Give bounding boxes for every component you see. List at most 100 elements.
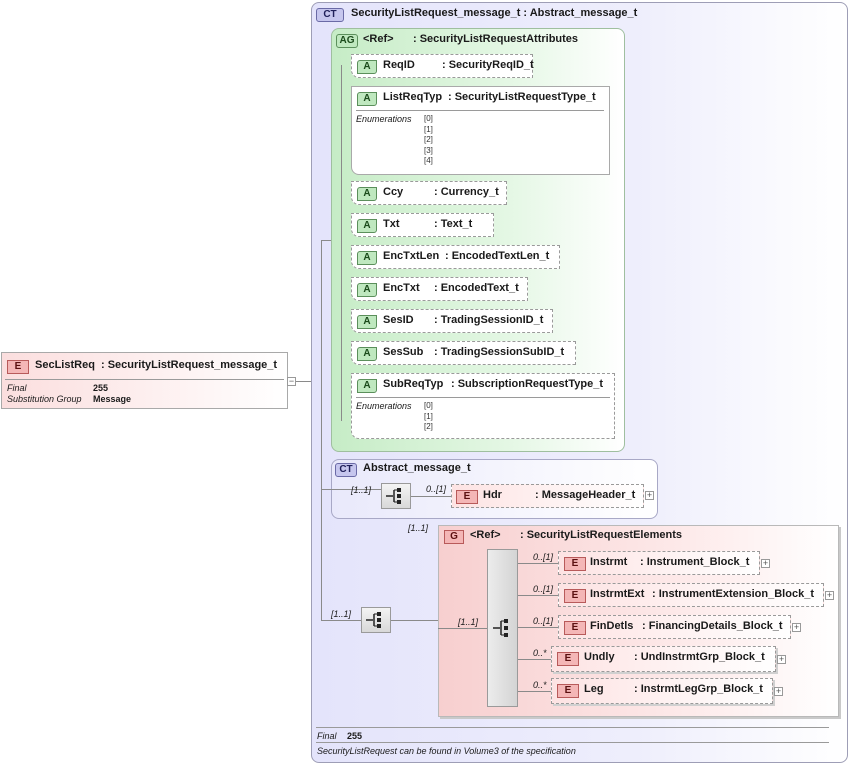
enumerations-label: Enumerations — [356, 401, 412, 411]
element-badge: E — [564, 621, 586, 635]
expand-toggle[interactable]: + — [825, 590, 834, 600]
attribute-sesid[interactable]: A SesID : TradingSessionID_t — [351, 309, 553, 333]
attribute-group-badge: AG — [336, 34, 358, 48]
attribute-type: : SecurityReqID_t — [442, 59, 534, 71]
attribute-name: Ccy — [383, 186, 404, 198]
attribute-badge: A — [357, 283, 377, 297]
element-name: Hdr — [483, 489, 502, 501]
element-cardinality: 0..[1] — [533, 552, 554, 562]
element-type: : UndInstrmtGrp_Block_t — [634, 651, 765, 663]
attribute-badge: A — [357, 187, 377, 201]
attribute-enctxtlen[interactable]: A EncTxtLen : EncodedTextLen_t — [351, 245, 560, 269]
attribute-reqid[interactable]: A ReqID : SecurityReqID_t — [351, 54, 534, 78]
element-hdr[interactable]: E Hdr : MessageHeader_t — [451, 484, 644, 508]
root-element-box[interactable]: E SecListReq : SecurityListRequest_messa… — [1, 352, 288, 409]
prop-value-final: 255 — [93, 383, 109, 393]
footer-final-label: Final — [317, 731, 337, 741]
connector — [411, 496, 451, 497]
abstract-message-badge: CT — [335, 463, 357, 477]
attribute-badge: A — [357, 92, 377, 106]
attribute-name: Txt — [383, 218, 400, 230]
enum-value: [0] — [424, 114, 433, 123]
element-cardinality: 0..[1] — [533, 584, 554, 594]
element-cardinality: 0..[1] — [533, 616, 554, 626]
attribute-badge: A — [357, 347, 377, 361]
root-separator — [5, 379, 284, 380]
expand-toggle[interactable]: + — [792, 622, 801, 632]
outer-sequence-cardinality: [1..1] — [331, 609, 352, 619]
inner-sequence-compositor[interactable] — [487, 549, 518, 707]
collapse-toggle[interactable]: − — [287, 376, 296, 386]
sequence-compositor[interactable] — [381, 483, 411, 509]
element-name: Leg — [584, 683, 604, 695]
element-name: InstrmtExt — [590, 588, 645, 600]
connector — [518, 691, 551, 692]
main-vertical-connector — [321, 240, 322, 621]
element-type: : MessageHeader_t — [535, 489, 636, 501]
attribute-type: : EncodedTextLen_t — [445, 250, 550, 262]
outer-sequence-compositor[interactable] — [361, 607, 391, 633]
element-badge: E — [564, 557, 586, 571]
prop-label-final: Final — [7, 383, 27, 393]
element-undly[interactable]: E Undly : UndInstrmtGrp_Block_t — [551, 646, 776, 672]
attribute-listreqtyp[interactable]: A ListReqTyp : SecurityListRequestType_t… — [351, 86, 610, 175]
element-badge: E — [557, 684, 579, 698]
enum-value: [3] — [424, 145, 433, 155]
attribute-type: : SecurityListRequestType_t — [448, 91, 596, 103]
attribute-txt[interactable]: A Txt : Text_t — [351, 213, 494, 237]
enum-values: [0] [1] [2] — [424, 401, 433, 433]
element-type: : InstrmtLegGrp_Block_t — [634, 683, 763, 695]
enum-value: [0] — [424, 401, 433, 410]
sequence-icon — [366, 612, 381, 628]
attribute-type: : SubscriptionRequestType_t — [451, 378, 603, 390]
attribute-enctxt[interactable]: A EncTxt : EncodedText_t — [351, 277, 528, 301]
abstract-message-title: Abstract_message_t — [363, 462, 471, 474]
element-badge: E — [564, 589, 586, 603]
element-leg[interactable]: E Leg : InstrmtLegGrp_Block_t — [551, 678, 773, 704]
attribute-name: EncTxt — [383, 282, 420, 294]
footer-separator — [316, 727, 829, 728]
element-findetls[interactable]: E FinDetls : FinancingDetails_Block_t — [558, 615, 791, 639]
attribute-name: ListReqTyp — [383, 91, 443, 103]
attribute-name: SesID — [383, 314, 414, 326]
connector — [296, 381, 321, 382]
connector — [321, 240, 331, 241]
enumerations-label: Enumerations — [356, 114, 412, 124]
element-badge: E — [557, 652, 579, 666]
prop-value-substitution-group: Message — [93, 394, 132, 404]
connector — [321, 489, 381, 490]
complex-type-title: SecurityListRequest_message_t : Abstract… — [351, 7, 638, 19]
sequence-cardinality: [1..1] — [351, 485, 372, 495]
connector — [321, 620, 361, 621]
element-name: FinDetls — [590, 620, 634, 632]
attribute-subreqtyp[interactable]: A SubReqTyp : SubscriptionRequestType_t … — [351, 373, 615, 439]
connector — [518, 563, 558, 564]
attribute-type: : Text_t — [434, 218, 473, 230]
attribute-badge: A — [357, 379, 377, 393]
element-badge: E — [456, 490, 478, 504]
attribute-badge: A — [357, 60, 377, 74]
connector — [518, 627, 558, 628]
attribute-type: : EncodedText_t — [434, 282, 519, 294]
expand-toggle[interactable]: + — [761, 558, 770, 568]
attribute-ccy[interactable]: A Ccy : Currency_t — [351, 181, 507, 205]
attribute-badge: A — [357, 315, 377, 329]
attribute-name: SesSub — [383, 346, 424, 358]
element-instrmt[interactable]: E Instrmt : Instrument_Block_t — [558, 551, 760, 575]
attribute-group-ref: <Ref> — [363, 33, 394, 45]
element-name: Instrmt — [590, 556, 628, 568]
sequence-icon — [386, 488, 401, 504]
attribute-sessub[interactable]: A SesSub : TradingSessionSubID_t — [351, 341, 576, 365]
expand-toggle[interactable]: + — [774, 686, 783, 696]
footer-separator — [316, 742, 829, 743]
connector — [518, 595, 558, 596]
sequence-icon — [493, 619, 508, 637]
expand-toggle[interactable]: + — [777, 654, 786, 664]
group-badge: G — [444, 530, 464, 544]
root-element-type: : SecurityListRequest_message_t — [101, 359, 278, 371]
element-instrmtext[interactable]: E InstrmtExt : InstrumentExtension_Block… — [558, 583, 824, 607]
connector — [518, 659, 551, 660]
expand-toggle[interactable]: + — [645, 490, 654, 500]
attribute-name: SubReqTyp — [383, 378, 444, 390]
attribute-type: : TradingSessionSubID_t — [434, 346, 565, 358]
